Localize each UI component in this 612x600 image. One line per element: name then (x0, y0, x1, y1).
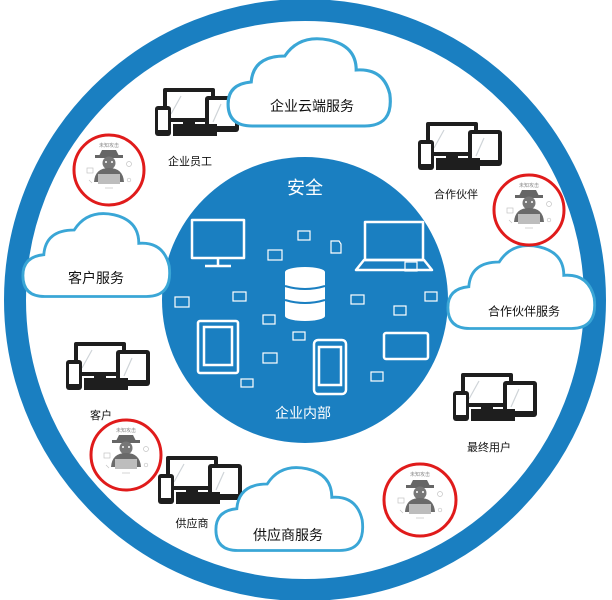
customer-label: 客户 (90, 409, 112, 422)
supplier-label: 供应商 (175, 517, 209, 530)
center-title: 安全 (287, 178, 323, 199)
hacker-threat-3 (89, 418, 163, 492)
hacker-caption-3: 未知攻击 (115, 428, 137, 434)
hacker-caption-2: 未知攻击 (518, 183, 540, 189)
hacker-caption-4: 未知攻击 (409, 472, 431, 478)
cloud-customer-label: 客户服务 (68, 271, 124, 287)
employee-label: 企业员工 (168, 155, 212, 168)
employee-devices (154, 87, 240, 137)
database-separators (284, 285, 326, 304)
cloud-supplier-label: 供应商服务 (253, 528, 323, 544)
cloud-partner-label: 合作伙伴服务 (487, 304, 561, 319)
partner-devices (417, 121, 503, 171)
end-user-label: 最终用户 (467, 441, 511, 454)
hacker-threat-4 (382, 462, 458, 538)
hacker-caption-1: 未知攻击 (98, 143, 120, 149)
inner-phone-icon (312, 338, 348, 396)
end-user-devices (452, 372, 538, 422)
inner-laptop-icon (354, 220, 434, 272)
inner-small-icons (174, 230, 438, 388)
inner-database-icon (285, 267, 325, 321)
inner-desktop-icon (190, 218, 246, 268)
partner-label: 合作伙伴 (434, 188, 478, 201)
inner-tablet-icon (196, 319, 240, 375)
center-subtitle: 企业内部 (275, 406, 331, 422)
hacker-threat-2 (492, 173, 566, 247)
supplier-devices (157, 455, 243, 505)
inner-tablet-landscape-icon (382, 331, 430, 361)
cloud-enterprise-label: 企业云端服务 (270, 99, 354, 115)
hacker-threat-1 (72, 133, 146, 207)
customer-devices (65, 341, 151, 391)
